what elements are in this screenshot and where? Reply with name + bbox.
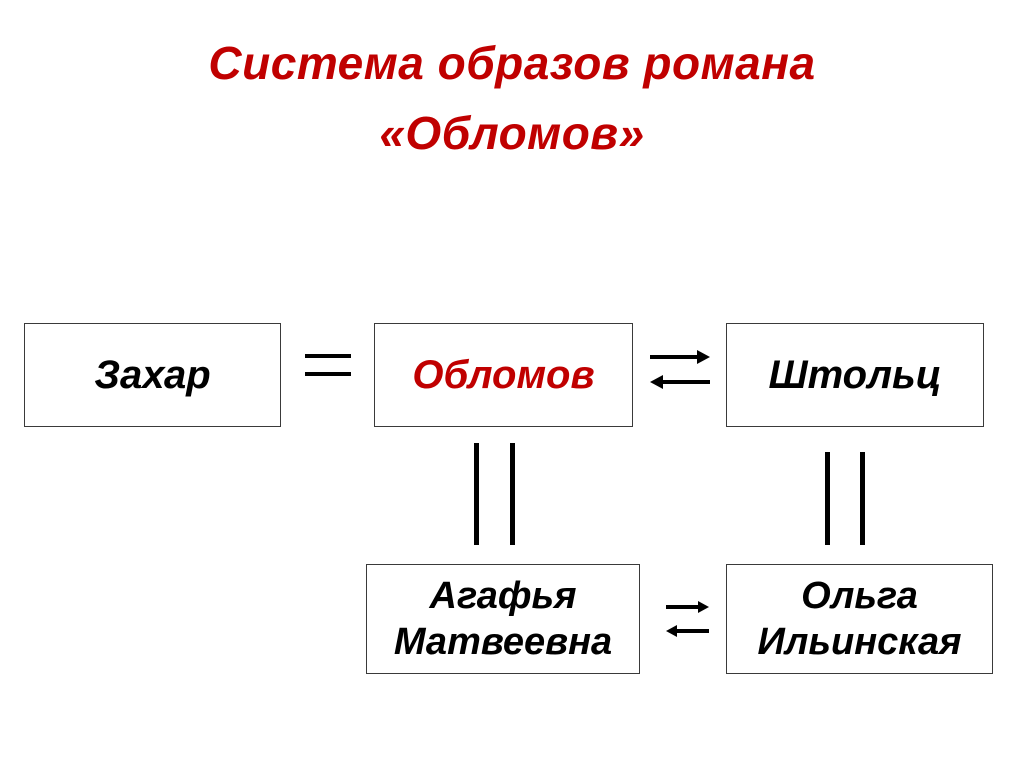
arrow-right-head-agafya-olga: [698, 601, 709, 613]
arrow-pair-agafya-olga: [666, 601, 709, 637]
node-stolz: Штольц: [726, 323, 984, 427]
arrow-left-head-oblomov-stolz: [650, 375, 663, 389]
equal-sign: [305, 354, 351, 390]
node-agafya-label-line-1: Агафья: [429, 575, 577, 617]
parallel-bar-stolz-olga-left: [825, 452, 830, 545]
node-stolz-label: Штольц: [768, 352, 942, 397]
parallel-bar-stolz-olga-right: [860, 452, 865, 545]
node-olga-label-line-2: Ильинская: [757, 621, 962, 663]
node-oblomov: Обломов: [374, 323, 633, 427]
node-zakhar: Захар: [24, 323, 281, 427]
node-agafya-matveevna: Агафья Матвеевна: [366, 564, 640, 674]
node-agafya-label-line-2: Матвеевна: [393, 621, 613, 663]
node-zakhar-label: Захар: [94, 352, 211, 397]
arrow-pair-oblomov-stolz: [650, 350, 710, 389]
node-olga-ilyinskaya: Ольга Ильинская: [726, 564, 993, 674]
arrow-right-head-oblomov-stolz: [697, 350, 710, 364]
equal-sign-bottom-bar: [305, 372, 351, 376]
node-olga-label-line-1: Ольга: [801, 575, 918, 617]
title-line-2: «Обломов»: [379, 107, 645, 159]
parallel-bar-oblomov-agafya-left: [474, 443, 479, 545]
parallel-bar-oblomov-agafya-right: [510, 443, 515, 545]
equal-sign-top-bar: [305, 354, 351, 358]
arrow-left-head-agafya-olga: [666, 625, 677, 637]
node-oblomov-label: Обломов: [412, 352, 595, 397]
title-line-1: Система образов романа: [208, 37, 816, 89]
